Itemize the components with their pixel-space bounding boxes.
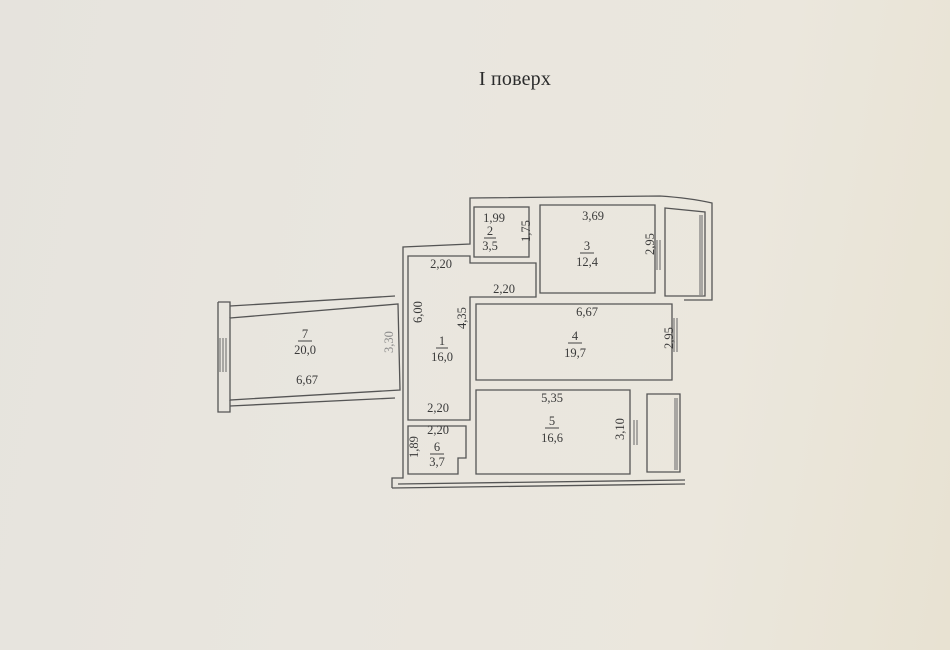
- room-4: [475, 303, 673, 381]
- dim-room1-bottom: 2,20: [427, 401, 449, 415]
- dim-room4-width: 6,67: [576, 305, 598, 319]
- dim-room6-height: 1,89: [407, 436, 421, 458]
- dim-room6-width: 2,20: [427, 423, 449, 437]
- room-5: [475, 389, 631, 475]
- dim-room4-height: 2,95: [662, 327, 676, 349]
- room-2-number: 2: [487, 224, 493, 238]
- dim-room2-width: 1,99: [483, 211, 505, 225]
- room-7-area: 20,0: [294, 343, 316, 357]
- room-6: [407, 425, 467, 475]
- dim-room7-height: 3,30: [382, 331, 396, 353]
- room-2: [473, 206, 530, 258]
- room-7-number: 7: [302, 327, 308, 341]
- room-4-number: 4: [572, 329, 579, 343]
- room-2-area: 3,5: [482, 239, 498, 253]
- room-3-area: 12,4: [576, 255, 599, 269]
- dim-room1-inner-height: 4,35: [455, 307, 469, 329]
- outer-wall-bottom: [391, 483, 686, 489]
- room-7: [229, 303, 401, 401]
- outer-wall: [391, 195, 713, 488]
- dim-room5-height: 3,10: [613, 418, 627, 440]
- dim-room3-height: 2,95: [643, 233, 657, 255]
- floor-title: I поверх: [478, 68, 552, 90]
- balcony-bottom: [646, 393, 681, 473]
- room-6-number: 6: [434, 440, 440, 454]
- dim-room7-width: 6,67: [296, 373, 318, 387]
- dim-room5-width: 5,35: [541, 391, 563, 405]
- dim-room3-width: 3,69: [582, 209, 604, 223]
- room-6-area: 3,7: [429, 455, 445, 469]
- dim-room2-height: 1,75: [519, 220, 533, 242]
- dim-room1-mid: 2,20: [493, 282, 515, 296]
- room-5-area: 16,6: [541, 431, 563, 445]
- room-3-number: 3: [584, 239, 590, 253]
- balcony-top: [664, 207, 706, 297]
- room-5-number: 5: [549, 414, 555, 428]
- dim-room1-height: 6,00: [411, 301, 425, 323]
- room-4-area: 19,7: [564, 346, 586, 360]
- room-1-number: 1: [439, 334, 445, 348]
- dim-room1-top: 2,20: [430, 257, 452, 271]
- room-3: [539, 204, 656, 294]
- room-1-area: 16,0: [431, 350, 453, 364]
- room-1: [407, 255, 537, 421]
